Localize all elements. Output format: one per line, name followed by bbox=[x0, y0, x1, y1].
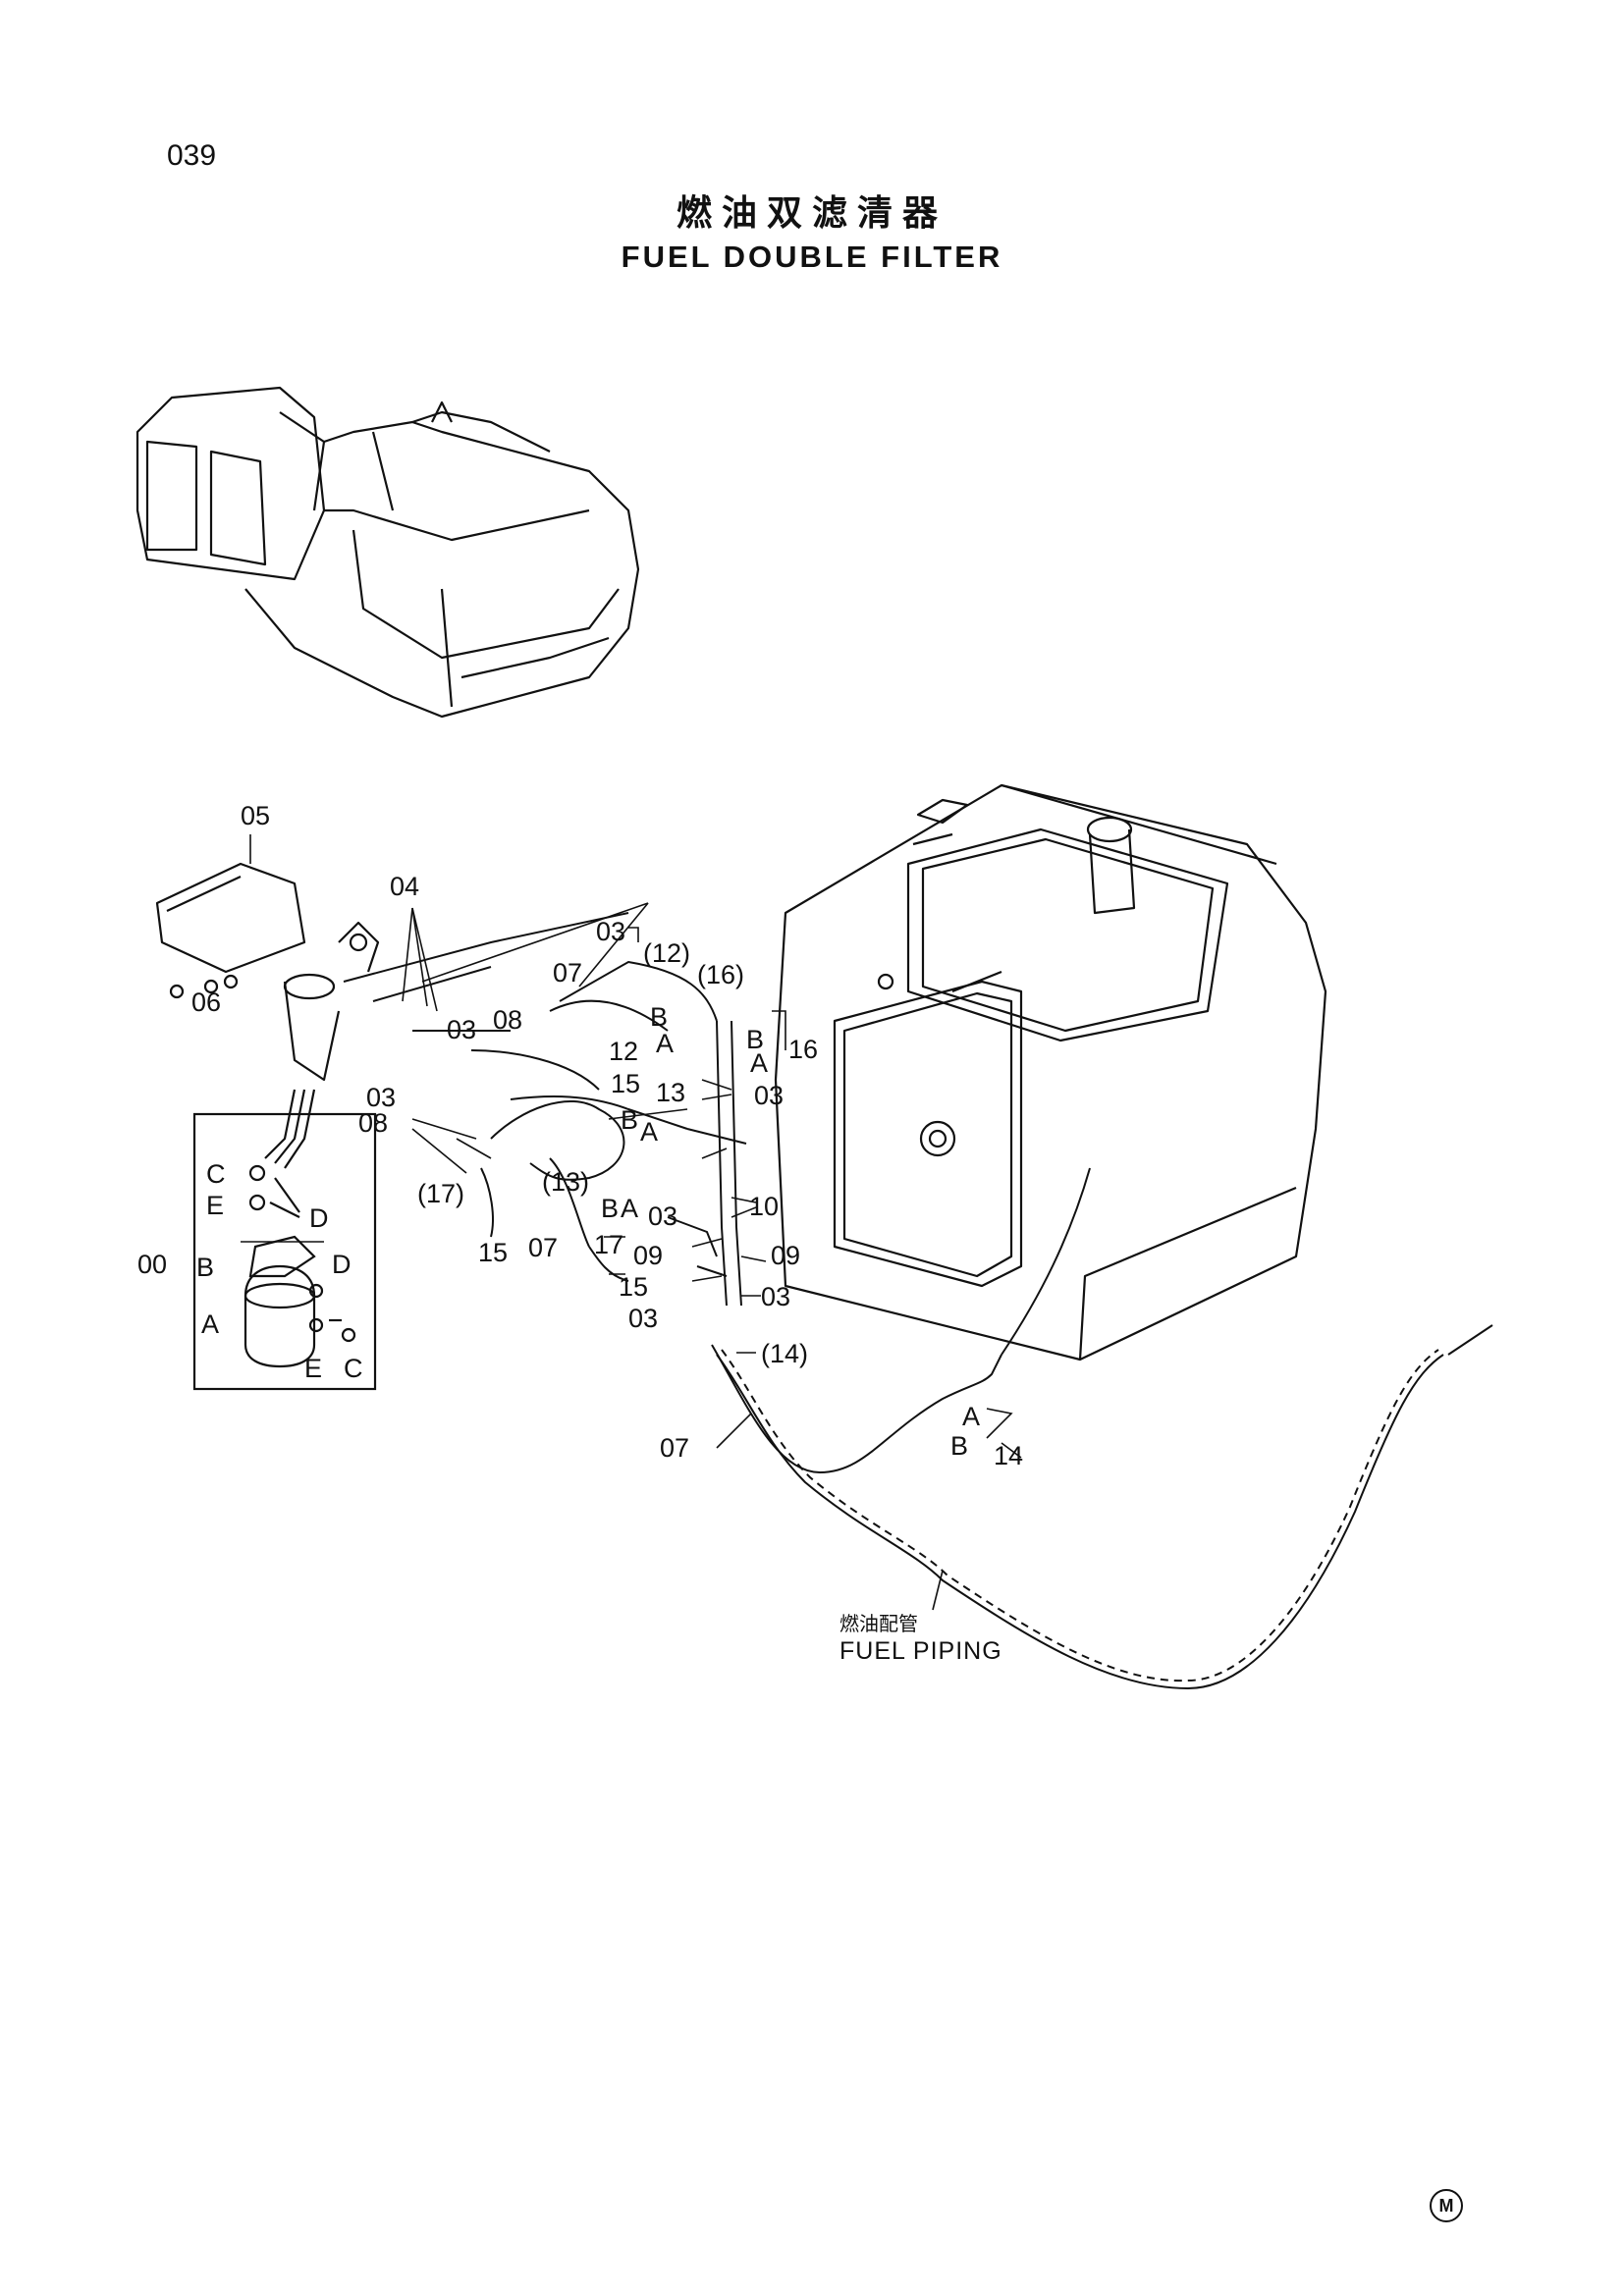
callout: 12 bbox=[609, 1037, 638, 1066]
leader-lines bbox=[241, 834, 1022, 1611]
fuel-piping bbox=[711, 1167, 1493, 1690]
excavator-overview bbox=[135, 386, 640, 719]
callout: 15 bbox=[478, 1238, 508, 1267]
callout: C bbox=[206, 1159, 226, 1189]
callout: E bbox=[304, 1354, 322, 1383]
title-chinese: 燃油双滤清器 bbox=[676, 193, 947, 234]
callout: 15 bbox=[619, 1272, 648, 1302]
callout: B bbox=[950, 1431, 968, 1461]
fuel-piping-label-english: FUEL PIPING bbox=[839, 1637, 1002, 1665]
callout: D bbox=[309, 1203, 329, 1233]
callout: A bbox=[962, 1402, 980, 1431]
circled-m-mark: M bbox=[1430, 2189, 1463, 2222]
callout: 09 bbox=[771, 1241, 800, 1270]
callout: 08 bbox=[358, 1108, 388, 1138]
callout: 07 bbox=[660, 1433, 689, 1463]
callout: 03 bbox=[754, 1081, 784, 1110]
callout: B bbox=[650, 1002, 668, 1032]
filter-assembly bbox=[155, 862, 380, 1169]
callout: 15 bbox=[611, 1069, 640, 1098]
fuel-tank bbox=[774, 783, 1327, 1362]
hoses bbox=[343, 912, 747, 1307]
callout: A bbox=[201, 1309, 219, 1339]
callout: 13 bbox=[656, 1078, 685, 1107]
callout: 00 bbox=[137, 1250, 167, 1279]
callout: 09 bbox=[633, 1241, 663, 1270]
callout: A bbox=[750, 1048, 768, 1078]
title-english: FUEL DOUBLE FILTER bbox=[621, 240, 1003, 274]
callout: (12) bbox=[643, 938, 690, 968]
callout: (17) bbox=[417, 1179, 464, 1208]
callout: E bbox=[206, 1191, 224, 1220]
callout: 05 bbox=[241, 801, 270, 830]
callout: 16 bbox=[788, 1035, 818, 1064]
callout: A bbox=[656, 1029, 674, 1058]
fuel-piping-label-chinese: 燃油配管 bbox=[839, 1612, 918, 1635]
callout: 03 bbox=[596, 917, 625, 946]
inset-detail-box bbox=[192, 1112, 377, 1391]
callout: (14) bbox=[761, 1339, 808, 1368]
page-number: 039 bbox=[167, 139, 217, 172]
callout: 14 bbox=[994, 1441, 1023, 1470]
callout: 07 bbox=[528, 1233, 558, 1262]
callout: 03 bbox=[447, 1015, 476, 1044]
callout: D bbox=[332, 1250, 352, 1279]
callout: (13) bbox=[542, 1167, 589, 1197]
callout: A bbox=[621, 1194, 638, 1223]
callout: B bbox=[621, 1105, 638, 1135]
callout: 03 bbox=[366, 1083, 396, 1112]
callout: 10 bbox=[749, 1192, 779, 1221]
callout: 03 bbox=[628, 1304, 658, 1333]
callout: 08 bbox=[493, 1005, 522, 1035]
callout: (16) bbox=[697, 960, 744, 989]
callout: B bbox=[196, 1253, 214, 1282]
callout: B bbox=[601, 1194, 619, 1223]
callout-labels: 05 04 03 (12) 07 (16) 06 03 08 B A 12 B … bbox=[137, 801, 1023, 1470]
callout: 04 bbox=[390, 872, 419, 901]
callout: 03 bbox=[648, 1201, 677, 1231]
callout: B bbox=[746, 1025, 764, 1054]
callout: 17 bbox=[594, 1230, 623, 1259]
callout: A bbox=[640, 1117, 658, 1147]
callout: 03 bbox=[761, 1282, 790, 1311]
callout: 06 bbox=[191, 988, 221, 1017]
callout: C bbox=[344, 1354, 363, 1383]
callout: 07 bbox=[553, 958, 582, 988]
